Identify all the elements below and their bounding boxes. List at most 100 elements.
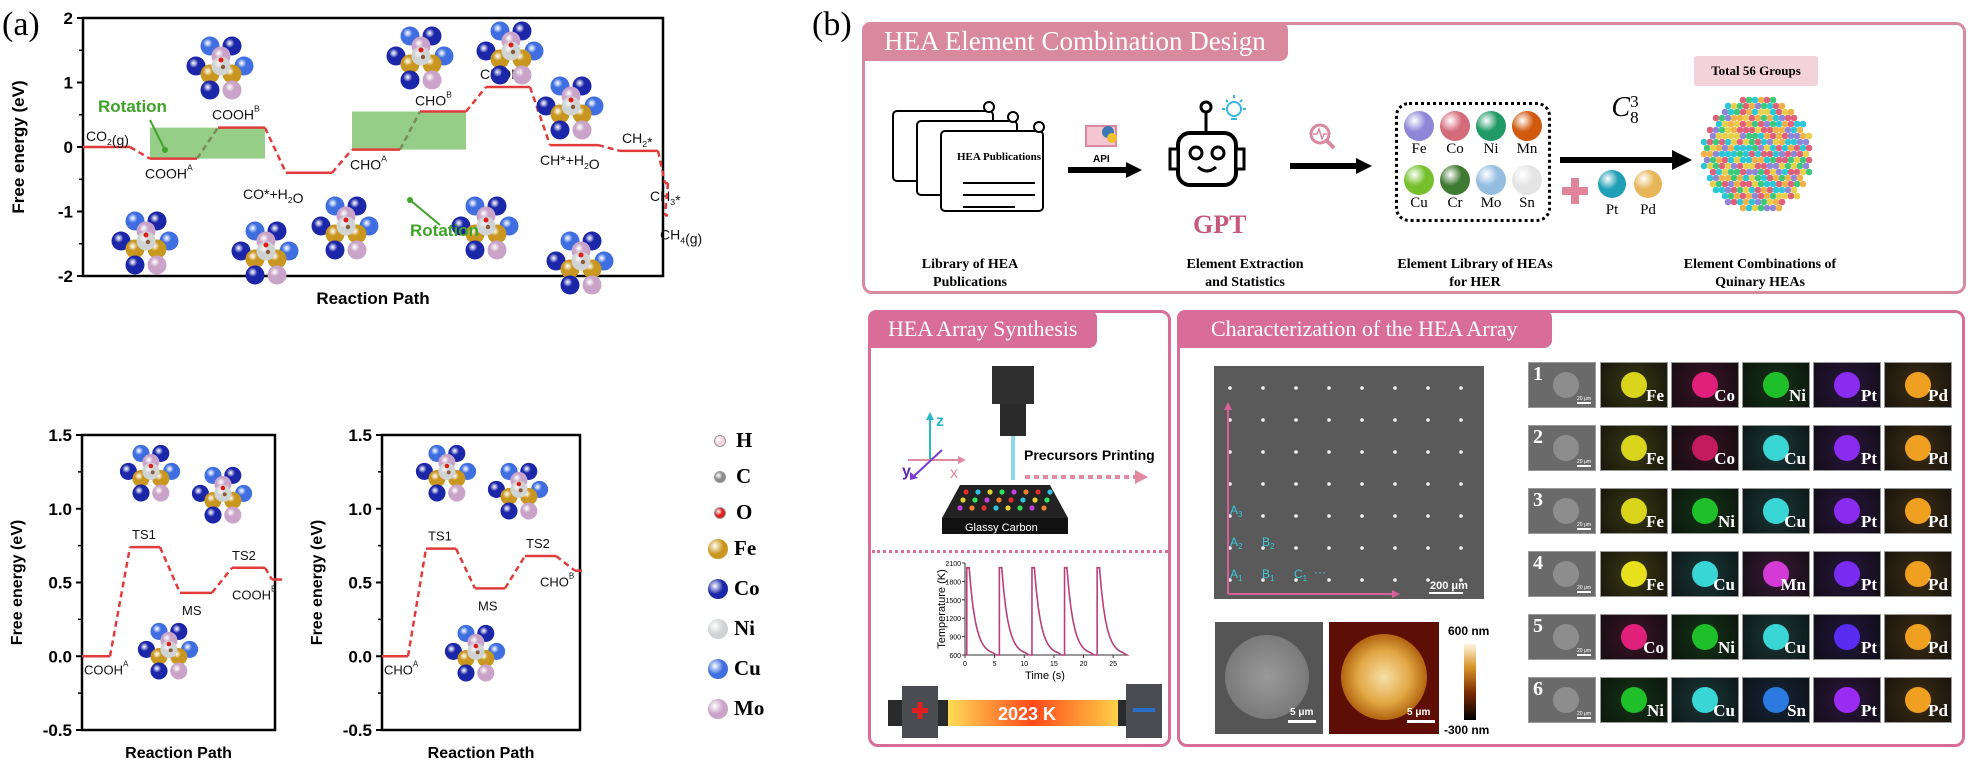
np-atom (1760, 162, 1768, 170)
np-atom (1769, 204, 1777, 212)
np-atom (1781, 168, 1789, 176)
np-atom (1784, 150, 1792, 158)
array-spot (1426, 418, 1430, 422)
np-atom (1760, 114, 1768, 122)
np-atom (1778, 198, 1786, 206)
transition-connector (129, 145, 151, 160)
y-tick-label: 1.5 (48, 426, 72, 445)
eds-map-mn: Mn (1742, 551, 1810, 597)
np-atom (1727, 144, 1735, 152)
transition-connector (263, 567, 274, 581)
np-atom (1769, 192, 1777, 200)
np-atom (1778, 138, 1786, 146)
level-label: CH3* (650, 188, 681, 208)
transition-connector (597, 143, 621, 153)
np-atom (1769, 120, 1777, 128)
transition-connector (503, 555, 527, 590)
svg-text:C1: C1 (1294, 567, 1308, 583)
np-atom (1724, 138, 1732, 146)
transition-connector (158, 546, 182, 594)
adsorbate-structure-icon (546, 231, 614, 295)
y-tick-label: 900 (949, 635, 961, 642)
np-atom (1757, 180, 1765, 188)
np-atom (1727, 132, 1735, 140)
array-spot (1294, 514, 1298, 518)
np-atom (1745, 108, 1753, 116)
np-atom (1751, 180, 1759, 188)
np-atom (1781, 120, 1789, 128)
print-nozzle-icon (992, 366, 1034, 404)
np-atom (1718, 186, 1726, 194)
level-label: CHOA (350, 154, 387, 173)
panel-a-label: (a) (2, 6, 40, 43)
array-spot (1459, 482, 1463, 486)
array-spot (1459, 578, 1463, 582)
np-atom (1745, 156, 1753, 164)
svg-text:5 μm: 5 μm (1407, 707, 1430, 718)
np-atom (1712, 126, 1720, 134)
svg-text:B1: B1 (1262, 567, 1275, 583)
eds-map-pd: Pd (1884, 614, 1952, 660)
np-atom (1736, 102, 1744, 110)
eds-element-label: Co (1643, 638, 1664, 657)
np-atom (1778, 162, 1786, 170)
legend-item-fe: Fe (708, 536, 756, 561)
np-atom (1766, 198, 1774, 206)
printed-dot (1044, 497, 1050, 503)
eds-map-ni: Ni (1600, 677, 1668, 723)
array-spot (1426, 578, 1430, 582)
np-atom (1724, 198, 1732, 206)
eds-element-label: Pd (1928, 575, 1948, 594)
np-atom (1721, 168, 1729, 176)
legend-label: C (736, 464, 752, 488)
array-spot (1459, 546, 1463, 550)
x-axis-label: Reaction Path (125, 745, 232, 762)
y-axis-label: Free energy (eV) (9, 80, 28, 213)
svg-text:x: x (950, 465, 958, 482)
eds-element-label: Co (1714, 449, 1735, 468)
eds-element-label: Cu (1784, 512, 1806, 531)
np-atom (1736, 138, 1744, 146)
np-atom (1760, 150, 1768, 158)
svg-text:A1: A1 (1230, 567, 1243, 583)
np-atom (1781, 108, 1789, 116)
np-atom (1775, 180, 1783, 188)
transition-connector (195, 126, 220, 160)
level-label: CH2* (622, 130, 653, 150)
publications-stack-icon: HEA Publications (892, 101, 1045, 212)
eds-map-fe: Fe (1600, 551, 1668, 597)
y-tick-label: 1800 (945, 579, 961, 586)
transition-connector (331, 148, 353, 174)
eds-map-co: Co (1600, 614, 1668, 660)
np-atom (1778, 150, 1786, 158)
np-atom (1721, 144, 1729, 152)
adsorbate-structure-icon (415, 444, 477, 502)
np-atom (1724, 150, 1732, 158)
np-atom (1772, 138, 1780, 146)
transition-connector (454, 548, 477, 589)
np-atom (1703, 144, 1711, 152)
printed-dot (984, 497, 990, 503)
np-atom (1706, 174, 1714, 182)
characterization-section (1177, 310, 1965, 747)
np-atom (1781, 132, 1789, 140)
array-spot (1228, 418, 1232, 422)
x-tick-label: 15 (1050, 661, 1058, 668)
np-atom (1787, 144, 1795, 152)
y-axis-label: Temperature (K) (936, 569, 948, 648)
np-atom (1730, 138, 1738, 146)
legend-label: H (736, 428, 753, 452)
np-atom (1715, 144, 1723, 152)
element-label: Fe (1411, 141, 1427, 157)
np-atom (1790, 114, 1798, 122)
np-atom (1739, 180, 1747, 188)
printed-dot (963, 489, 969, 495)
np-atom (1739, 96, 1747, 104)
np-atom (1706, 138, 1714, 146)
np-atom (1784, 186, 1792, 194)
np-atom (1763, 96, 1771, 104)
